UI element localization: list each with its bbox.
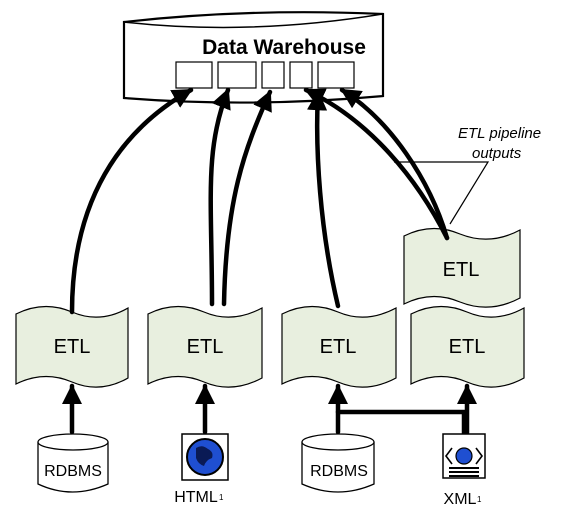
etl-box-5: ETL [403, 227, 521, 308]
arrow-etl5b-to-warehouse [339, 87, 450, 241]
warehouse-title: Data Warehouse [202, 36, 366, 59]
source-input-arrows [61, 383, 478, 436]
html-label: HTML [174, 489, 218, 506]
arrow-etl5a-to-warehouse [303, 87, 450, 241]
etl-box-1: ETL [15, 305, 129, 388]
arrow-etl2b-to-warehouse [221, 89, 273, 307]
etl-label-1: ETL [54, 336, 91, 358]
etl-label-3: ETL [320, 336, 357, 358]
warehouse-slot-5 [317, 61, 355, 89]
etl-label-4: ETL [449, 336, 486, 358]
html-source: HTML 1 [174, 433, 229, 506]
etl-label-5: ETL [443, 259, 480, 281]
arrow-etl3-to-warehouse [306, 89, 341, 309]
xml-mark: 1 [477, 495, 482, 504]
data-warehouse: Data Warehouse [122, 11, 385, 104]
rdbms-label-2: RDBMS [310, 463, 368, 480]
xml-document-icon [445, 447, 483, 477]
rdbms-source-1: RDBMS [37, 433, 109, 493]
globe-document-icon [186, 438, 224, 476]
xml-source: XML 1 [442, 433, 486, 508]
rdbms-source-2: RDBMS [301, 433, 375, 493]
etl-box-2: ETL [147, 305, 263, 388]
xml-label: XML [444, 491, 477, 508]
connector-rdbms2-xml [335, 409, 467, 436]
html-mark: 1 [219, 493, 224, 502]
warehouse-slot-3 [261, 61, 285, 89]
warehouse-slot-4 [289, 61, 313, 89]
etl-label-2: ETL [187, 336, 224, 358]
annotation-line-1: ETL pipeline [458, 125, 541, 142]
arrow-etl1-to-warehouse [69, 87, 194, 315]
warehouse-slot-2 [217, 61, 257, 89]
warehouse-slot-1 [175, 61, 213, 89]
arrow-etl2a-to-warehouse [208, 87, 231, 307]
etl-output-arrows [69, 87, 450, 315]
etl-box-4: ETL [410, 305, 525, 388]
etl-box-3: ETL [281, 305, 397, 388]
annotation-line-2: outputs [472, 145, 522, 162]
etl-pipeline-annotation: ETL pipeline outputs [394, 125, 541, 225]
rdbms-label-1: RDBMS [44, 463, 102, 480]
